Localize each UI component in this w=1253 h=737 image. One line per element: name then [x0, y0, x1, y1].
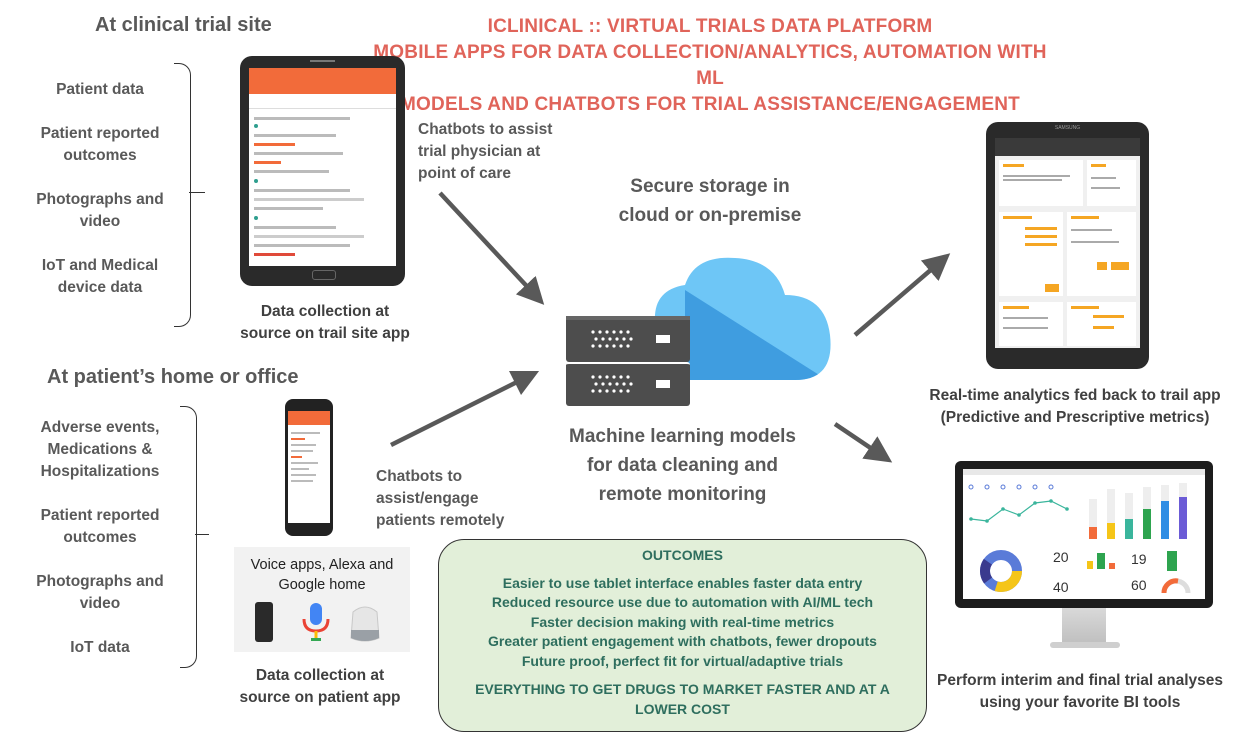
- dashboard-bar-chart: [1089, 483, 1187, 539]
- home-item-pro: Patient reported outcomes: [40, 507, 160, 546]
- server-led: [656, 335, 670, 343]
- voice-apps-box: Voice apps, Alexa and Google home: [234, 547, 410, 652]
- outcome-item: Future proof, perfect fit for virtual/ad…: [521, 652, 844, 669]
- arrow-storage-to-bi: [833, 422, 893, 463]
- title-line-3: MODELS AND CHATBOTS FOR TRIAL ASSISTANCE…: [400, 94, 1020, 115]
- dashboard-number: 40: [1053, 579, 1069, 595]
- site-item-pro: Patient reported outcomes: [40, 125, 160, 164]
- home-item-photos: Photographs and video: [36, 573, 164, 612]
- page-title: ICLINICAL :: VIRTUAL TRIALS DATA PLATFOR…: [360, 14, 1060, 118]
- tablet-camera: [310, 60, 335, 62]
- storage-label: Secure storage in cloud or on-premise: [618, 176, 802, 226]
- site-heading: At clinical trial site: [95, 14, 272, 36]
- title-line-2: MOBILE APPS FOR DATA COLLECTION/ANALYTIC…: [373, 42, 1047, 89]
- outcome-item: Reduced resource use due to automation w…: [491, 594, 874, 610]
- patient-phone: [285, 399, 333, 536]
- analytics-caption: Real-time analytics fed back to trail ap…: [929, 387, 1221, 426]
- analytics-tablet-screen: [995, 138, 1140, 348]
- outcome-item: Faster decision making with real-time me…: [530, 613, 835, 630]
- patient-phone-screen: [288, 411, 330, 523]
- dashboard-mini-bar: [1167, 551, 1177, 571]
- dashboard-line-chart: [968, 484, 1069, 523]
- site-caption: Data collection at source on trail site …: [240, 303, 410, 342]
- analytics-tablet: SAMSUNG: [986, 122, 1149, 369]
- bi-monitor: 20 19 40 60: [955, 461, 1213, 608]
- tablet-brand: SAMSUNG: [1054, 125, 1081, 131]
- dashboard-mini-bars: [1087, 553, 1115, 569]
- alexa-echo-icon: [255, 602, 273, 642]
- outcome-item: Greater patient engagement with chatbots…: [488, 633, 877, 649]
- app-header-bar: [249, 68, 396, 94]
- home-chatbot-label: Chatbots to assist/engage patients remot…: [376, 468, 505, 529]
- site-tablet-screen: [249, 68, 396, 266]
- site-brace-tip: [189, 192, 205, 193]
- outcomes-box: OUTCOMES Easier to use tablet interface …: [438, 539, 927, 732]
- outcomes-footer: EVERYTHING TO GET DRUGS TO MARKET FASTER…: [475, 681, 890, 717]
- dashboard-donut-chart: [980, 550, 1022, 592]
- outcomes-heading: OUTCOMES: [642, 547, 723, 563]
- voice-apps-label: Voice apps, Alexa and Google home: [250, 557, 394, 593]
- dashboard-number: 60: [1131, 577, 1147, 593]
- server-unit-top: [566, 316, 690, 362]
- google-home-icon: [350, 606, 380, 642]
- server-vent-icon: [591, 375, 633, 393]
- site-chatbot-label: Chatbots to assist trial physician at po…: [418, 121, 553, 182]
- server-unit-bottom: [566, 362, 690, 406]
- arrow-storage-to-analytics: [853, 253, 951, 337]
- monitor-stand-base: [1050, 642, 1120, 648]
- site-item-photos: Photographs and video: [36, 191, 164, 230]
- home-heading: At patient’s home or office: [47, 366, 299, 388]
- outcome-item: Easier to use tablet interface enables f…: [502, 574, 863, 591]
- arrow-site-to-storage: [438, 191, 545, 305]
- dashboard-gauge: [1161, 578, 1191, 594]
- google-mic-icon: [302, 603, 330, 641]
- home-brace-tip: [195, 534, 209, 535]
- monitor-neck: [1062, 608, 1106, 644]
- title-line-1: ICLINICAL :: VIRTUAL TRIALS DATA PLATFOR…: [487, 16, 933, 37]
- dashboard-number: 19: [1131, 551, 1147, 567]
- ml-label: Machine learning models for data cleanin…: [569, 426, 796, 505]
- site-tablet: [240, 56, 405, 286]
- server-vent-icon: [591, 330, 633, 348]
- dashboard-number: 20: [1053, 549, 1069, 565]
- home-item-iot: IoT data: [70, 639, 130, 656]
- arrow-home-to-storage: [389, 370, 540, 448]
- server-led: [656, 380, 670, 388]
- bi-dashboard-screen: 20 19 40 60: [963, 469, 1205, 599]
- bi-caption: Perform interim and final trial analyses…: [937, 672, 1223, 711]
- home-caption: Data collection at source on patient app: [239, 667, 401, 706]
- site-item-iot: IoT and Medical device data: [41, 257, 159, 296]
- site-item-patient-data: Patient data: [56, 81, 144, 98]
- tablet-home-button: [312, 270, 336, 280]
- home-item-adverse: Adverse events, Medications & Hospitaliz…: [40, 419, 160, 480]
